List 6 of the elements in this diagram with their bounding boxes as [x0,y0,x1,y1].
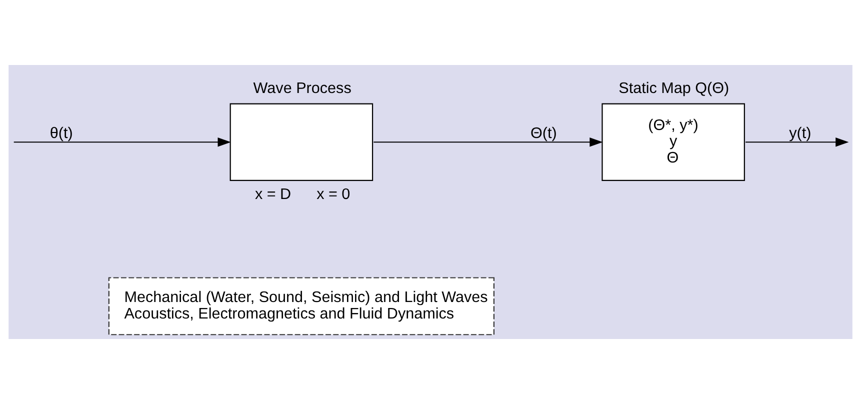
edge-label: y(t) [789,124,812,142]
node-label: Wave Process [253,80,352,97]
edge-label: θ(t) [50,124,73,142]
node-label: x = D x = 0 [254,186,350,203]
node-label: Static Map Q(Θ) [618,80,730,97]
edge-label: Θ(t) [530,124,557,142]
